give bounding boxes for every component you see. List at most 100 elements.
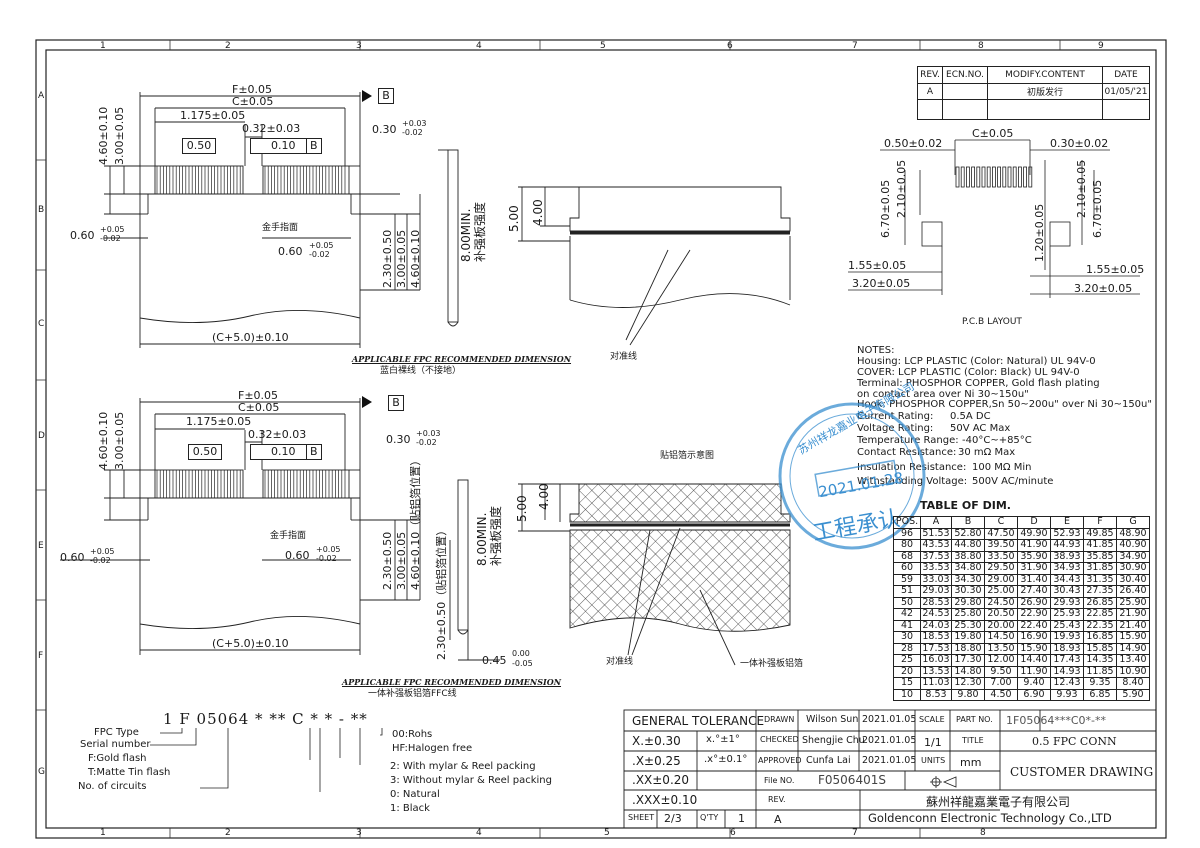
dim-table-cell: 49.90 bbox=[1017, 527, 1051, 540]
pcb-pad bbox=[992, 166, 996, 188]
scale-label: SCALE bbox=[919, 715, 945, 724]
dim-c-plus-5: (C+5.0)±0.10 bbox=[212, 331, 289, 344]
dim-table-cell: 37.53 bbox=[920, 550, 952, 563]
rating-value-current: 0.5A DC bbox=[950, 411, 991, 422]
dim-table-cell: 35.90 bbox=[1017, 550, 1051, 563]
note-line-5: Hook: PHOSPHOR COPPER,Sn 50~200u" over N… bbox=[857, 399, 1152, 410]
pcb-pad bbox=[1023, 166, 1027, 188]
general-tolerance-title: GENERAL TOLERANCE bbox=[632, 714, 765, 728]
title-label: TITLE bbox=[962, 736, 984, 745]
dim-table-cell: 5.90 bbox=[1116, 688, 1150, 701]
rating-value-withstanding: 500V AC/minute bbox=[972, 476, 1054, 487]
position-tolerance-datum-2: B bbox=[306, 445, 318, 459]
dim-table-cell: 7.00 bbox=[984, 677, 1018, 690]
dim-460-b: 4.60±0.10 bbox=[409, 229, 422, 288]
dim-300-b-2: 3.00±0.05 bbox=[395, 531, 408, 590]
dim-table-cell: 21.40 bbox=[1116, 619, 1150, 632]
pcb-pad bbox=[955, 166, 960, 188]
pcb-dim-120-right: 1.20±0.05 bbox=[1033, 203, 1046, 262]
dim-table-cell: 25.30 bbox=[951, 619, 985, 632]
grid-label-top-3: 3 bbox=[356, 41, 362, 51]
dim-table-cell: 8.40 bbox=[1116, 677, 1150, 690]
dim-030: 0.30 bbox=[372, 123, 397, 136]
pcb-pad bbox=[997, 166, 1001, 188]
note-line-1: Housing: LCP PLASTIC (Color: Natural) UL… bbox=[857, 356, 1096, 367]
dim-table-cell: 30.43 bbox=[1050, 585, 1084, 598]
dim-table-pos-cell: 41 bbox=[893, 619, 921, 632]
grid-label-left-a: A bbox=[38, 91, 45, 101]
rev-row-rev: A bbox=[917, 83, 943, 100]
position-tolerance-value-2: 0.10 bbox=[271, 445, 296, 458]
pcb-dim-155-left: 1.55±0.05 bbox=[848, 259, 907, 272]
stiffener-label: 补强板强度 bbox=[473, 201, 487, 262]
company-name-en: Goldenconn Electronic Technology Co.,LTD bbox=[868, 811, 1112, 825]
pcb-dim-670-right: 6.70±0.05 bbox=[1091, 179, 1104, 238]
rating-value-voltage: 50V AC Max bbox=[950, 423, 1011, 434]
rev-header-rev: REV. bbox=[917, 66, 943, 84]
grid-label-bottom-4: 4 bbox=[476, 828, 482, 838]
dim-460-2: 4.60±0.10 bbox=[97, 411, 110, 470]
gold-finger-side-label: 金手指面 bbox=[262, 223, 299, 233]
pcb-pad bbox=[1007, 166, 1012, 188]
dim-table-header: A bbox=[920, 516, 952, 529]
role-checked-name: Shengjie Chu bbox=[802, 735, 865, 746]
dim-table-pos-cell: 28 bbox=[893, 642, 921, 655]
dim-table-cell: 22.35 bbox=[1083, 619, 1117, 632]
dim-table-cell: 22.40 bbox=[1017, 619, 1051, 632]
code-label-no-mylar: 3: Without mylar & Reel packing bbox=[390, 775, 552, 786]
rev-header-date: DATE bbox=[1102, 66, 1150, 84]
grid-label-top-1: 1 bbox=[100, 41, 106, 51]
dim-table-cell: 4.50 bbox=[984, 688, 1018, 701]
file-no-label: File NO. bbox=[764, 776, 795, 785]
tolerance-x2: .XX±0.20 bbox=[632, 773, 690, 787]
dim-table-cell: 16.85 bbox=[1083, 631, 1117, 644]
side-dim-400: 4.00 bbox=[531, 199, 545, 226]
dim-table-cell: 30.30 bbox=[951, 585, 985, 598]
code-label-gold: F:Gold flash bbox=[88, 753, 147, 764]
rev-row-date: 01/05/'21 bbox=[1102, 83, 1150, 100]
dim-060-right-dn-2: -0.02 bbox=[316, 554, 337, 563]
dim-230: 2.30±0.50 bbox=[381, 229, 394, 288]
dim-table-pos-cell: 42 bbox=[893, 608, 921, 621]
pcb-dim-c: C±0.05 bbox=[972, 127, 1014, 140]
dim-table-cell: 31.40 bbox=[1017, 573, 1051, 586]
dim-300: 3.00±0.05 bbox=[113, 106, 126, 165]
code-label-natural: 0: Natural bbox=[390, 789, 440, 800]
rating-label-withstanding: Withstanding Voltage: bbox=[857, 476, 968, 487]
dim-table-cell: 41.90 bbox=[1017, 539, 1051, 552]
dim-table-cell: 26.90 bbox=[1017, 596, 1051, 609]
dim-table-cell: 12.00 bbox=[984, 654, 1018, 667]
dim-table-cell: 21.90 bbox=[1116, 608, 1150, 621]
stiffener-label-2: 补强板强度 bbox=[489, 505, 503, 566]
scale-value: 1/1 bbox=[924, 736, 942, 749]
rev-header-ecn: ECN.NO. bbox=[942, 66, 988, 84]
dim-230-c-2: 2.30±0.50（贴铝箔位置） bbox=[435, 524, 448, 660]
dim-table-cell: 25.00 bbox=[984, 585, 1018, 598]
dim-table-cell: 14.50 bbox=[984, 631, 1018, 644]
top-view-subcaption: 蓝白裸线（不接地） bbox=[380, 366, 462, 376]
dim-060-left-2: 0.60 bbox=[60, 551, 85, 564]
code-packing: * bbox=[324, 710, 334, 728]
pcb-pad bbox=[1012, 166, 1017, 188]
dim-table-cell: 13.50 bbox=[984, 642, 1018, 655]
dim-030-tol-up: +0.03 bbox=[402, 119, 427, 128]
code-serial: 05064 bbox=[196, 710, 250, 728]
dim-table-pos-cell: 50 bbox=[893, 596, 921, 609]
pcb-pad bbox=[986, 166, 991, 188]
dim-table-header: E bbox=[1050, 516, 1084, 529]
pcb-pad bbox=[971, 166, 975, 188]
dim-460: 4.60±0.10 bbox=[97, 106, 110, 165]
grid-label-top-6: 6 bbox=[727, 41, 733, 51]
tolerance-x1: .X±0.25 bbox=[632, 754, 681, 768]
pcb-pad bbox=[981, 166, 986, 188]
dim-table-cell: 13.53 bbox=[920, 665, 952, 678]
grid-label-bottom-2: 2 bbox=[225, 828, 231, 838]
dim-table-cell: 9.80 bbox=[951, 688, 985, 701]
code-color: * bbox=[310, 710, 319, 728]
dim-table-header: C bbox=[984, 516, 1018, 529]
rev-value: A bbox=[774, 813, 782, 826]
